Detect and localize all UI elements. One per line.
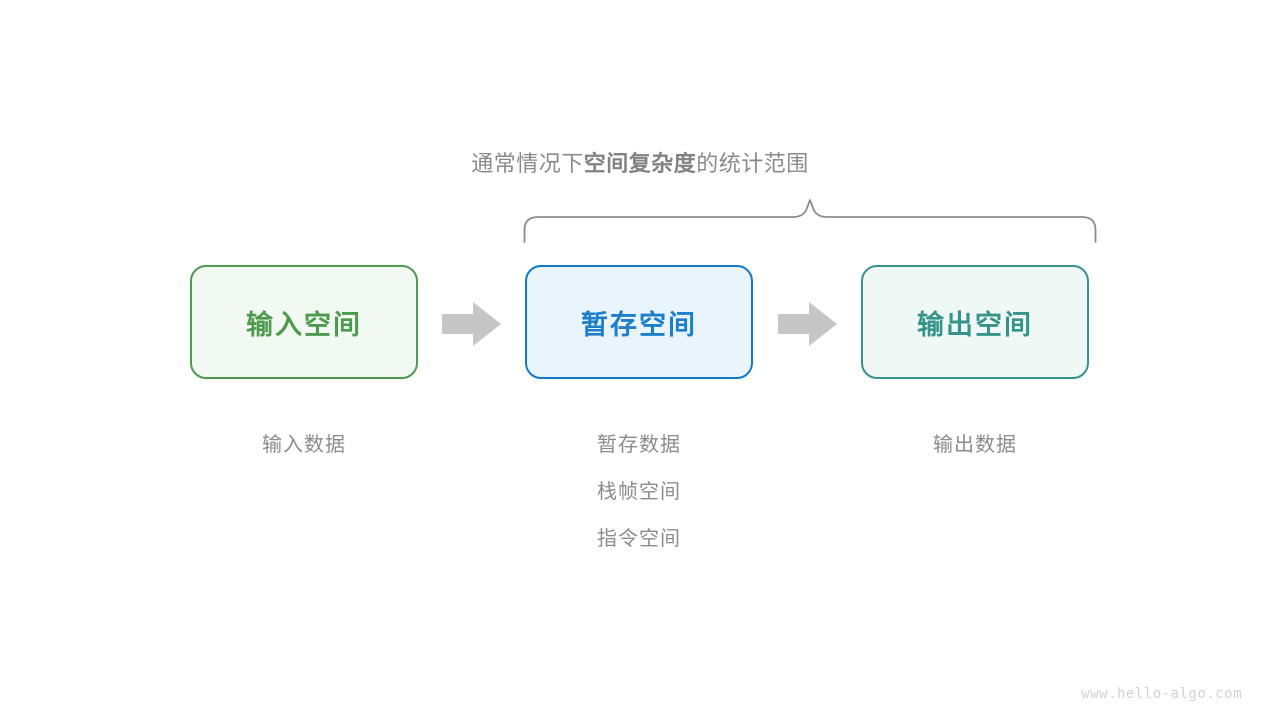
caption-prefix: 通常情况下 xyxy=(471,151,584,176)
sublabel-item: 输入数据 xyxy=(262,434,346,456)
watermark: www.hello-algo.com xyxy=(1081,686,1242,702)
sublabels-output-space: 输出数据 xyxy=(861,422,1089,469)
curly-brace-icon xyxy=(523,199,1097,243)
brace-caption: 通常情况下空间复杂度的统计范围 xyxy=(0,146,1280,178)
sublabel-item: 输出数据 xyxy=(933,434,1017,456)
caption-suffix: 的统计范围 xyxy=(696,151,809,176)
right-arrow-icon xyxy=(442,302,501,346)
box-output-space-label: 输出空间 xyxy=(917,309,1033,340)
right-arrow-icon xyxy=(778,302,837,346)
sublabel-item: 暂存数据 xyxy=(597,434,681,456)
box-input-space: 输入空间 xyxy=(190,265,418,379)
sublabels-temp-space: 暂存数据 栈帧空间 指令空间 xyxy=(525,422,753,563)
sublabel-item: 栈帧空间 xyxy=(597,481,681,503)
box-temp-space-label: 暂存空间 xyxy=(581,309,697,340)
sublabel-item: 指令空间 xyxy=(597,528,681,550)
sublabels-input-space: 输入数据 xyxy=(190,422,418,469)
box-output-space: 输出空间 xyxy=(861,265,1089,379)
caption-emphasis: 空间复杂度 xyxy=(583,151,697,176)
box-temp-space: 暂存空间 xyxy=(525,265,753,379)
box-input-space-label: 输入空间 xyxy=(246,309,362,340)
